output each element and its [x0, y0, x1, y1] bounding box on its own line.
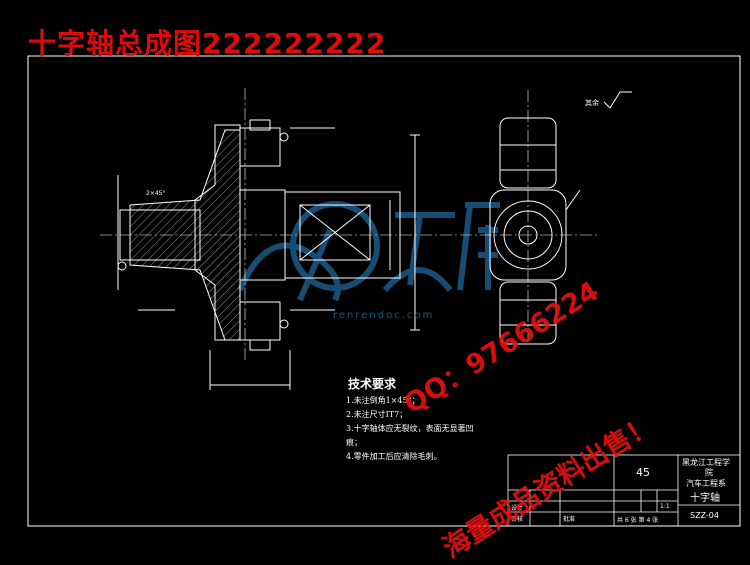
front-view [100, 88, 600, 390]
watermark-logo [237, 201, 500, 302]
roughness-rest-label: 其余 [585, 99, 599, 107]
watermark-site: renrendoc.com [333, 310, 435, 321]
check-label: 审核 [511, 516, 524, 523]
approve-label: 批准 [563, 516, 576, 523]
design-label: 设计 [511, 505, 524, 512]
tech-req-item: 4.零件加工后应清除毛刺。 [346, 452, 442, 461]
part-name: 十字轴 [690, 493, 720, 504]
chamfer-label: 2×45° [146, 190, 166, 197]
scale-value: 1:1 [660, 503, 670, 510]
side-view [489, 90, 632, 345]
material-label: 45 [636, 466, 650, 479]
drawing-border [27, 55, 741, 527]
sheet-count: 共 6 张 第 4 张 [617, 517, 659, 524]
drawing-canvas [27, 55, 741, 527]
drawing-title: 十字轴总成图222222222 [28, 27, 387, 60]
tech-req-heading: 技术要求 [348, 377, 397, 391]
drawing-number: SZZ-04 [690, 511, 719, 520]
school-line2: 院 [705, 468, 713, 477]
tech-req-item: 2.未注尺寸IT7； [346, 410, 408, 419]
tech-req-item: 痕； [346, 438, 362, 447]
tech-req-item: 3.十字轴体应无裂纹，表面无显著凹 [346, 424, 474, 433]
tech-req-item: 1.未注倒角1×45°； [346, 396, 420, 405]
school-line1: 黑龙江工程学 [682, 458, 730, 467]
title-block [507, 454, 741, 527]
department-label: 汽车工程系 [686, 479, 726, 488]
